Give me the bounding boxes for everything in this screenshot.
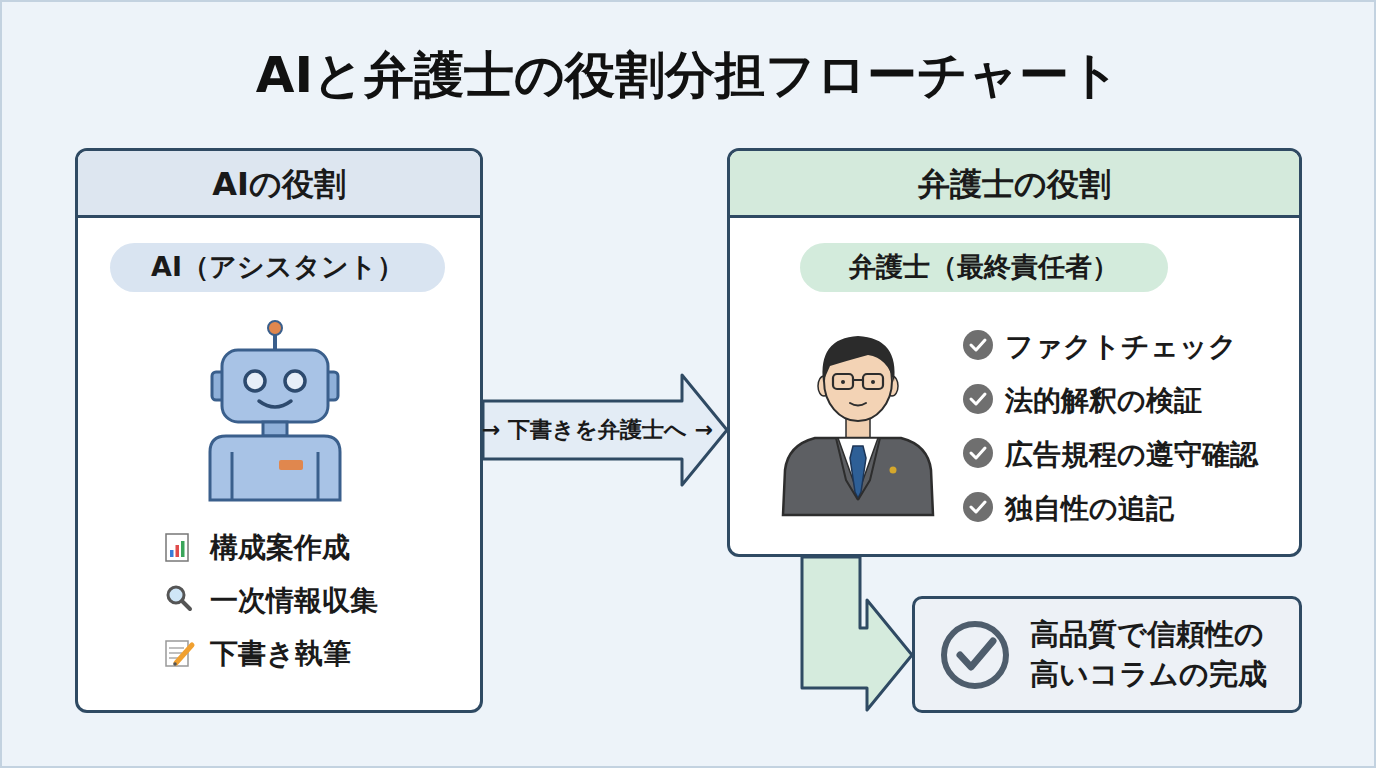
result-arrow bbox=[802, 557, 912, 710]
role-panel: AIの役割構成案作成一次情報収集下書き執筆 AI（アシスタント） bbox=[75, 148, 483, 713]
task-item: 下書き執筆 bbox=[210, 635, 460, 673]
check-item: ファクトチェック bbox=[1005, 328, 1295, 366]
check-item: 独自性の追記 bbox=[1005, 490, 1295, 528]
panel-heading: AIの役割 bbox=[78, 151, 480, 218]
check-item: 法的解釈の検証 bbox=[1005, 382, 1295, 420]
role-pill: 弁護士（最終責任者） bbox=[800, 243, 1168, 292]
pill-label: 弁護士（最終責任者） bbox=[800, 243, 1168, 292]
result-text: 高品質で信頼性の 高いコラムの完成 bbox=[1030, 599, 1275, 710]
chart-icon bbox=[166, 534, 188, 561]
pill-label: AI（アシスタント） bbox=[110, 243, 445, 292]
lawyer-illustration bbox=[783, 336, 933, 515]
panel-heading: 弁護士の役割 bbox=[730, 151, 1299, 218]
diagram-title: AIと弁護士の役割分担フローチャート bbox=[0, 38, 1376, 112]
check-icons bbox=[963, 330, 993, 522]
task-item: 一次情報収集 bbox=[210, 582, 460, 620]
task-item: 構成案作成 bbox=[210, 529, 460, 567]
result-box: 高品質で信頼性の 高いコラムの完成 bbox=[912, 596, 1302, 713]
complete-check-icon bbox=[944, 624, 1006, 686]
robot-illustration bbox=[210, 321, 340, 500]
role-pill: AI（アシスタント） bbox=[110, 243, 445, 292]
memo-icon bbox=[166, 641, 192, 666]
handoff-arrow bbox=[483, 375, 727, 485]
role-panel: 弁護士の役割ファクトチェック法的解釈の検証広告規程の遵守確認独自性の追記 弁護士（… bbox=[727, 148, 1302, 557]
magnifier-icon bbox=[168, 587, 190, 609]
check-item: 広告規程の遵守確認 bbox=[1005, 436, 1295, 474]
